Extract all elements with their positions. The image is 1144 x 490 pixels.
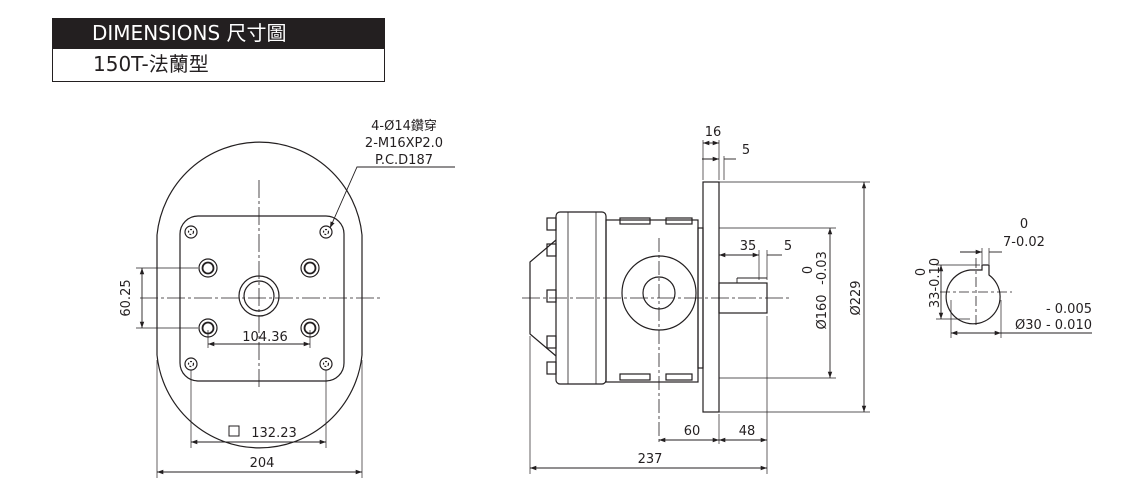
- dim-label-30: Ø30 - 0.010: [1015, 318, 1092, 333]
- dim-label-48: 48: [739, 424, 756, 439]
- flange-spigot: [697, 227, 704, 369]
- dim-label-16: 16: [705, 125, 722, 140]
- hole-note-line-3: P.C.D187: [375, 153, 433, 168]
- dim-label-7-tol-upper: 0: [1020, 217, 1028, 232]
- dim-label-160: Ø160: [815, 294, 830, 329]
- inner-bolt: [300, 258, 320, 278]
- mount-hole: [184, 225, 198, 239]
- side-view-labels: 16 5 35 5 0 -0.03 Ø160 Ø229 60 48 237: [638, 125, 864, 467]
- flange-plate: [702, 181, 720, 413]
- side-view: [522, 140, 870, 474]
- shaft-bore-outer: [238, 275, 280, 317]
- dim-label-60: 60: [684, 424, 701, 439]
- shaft-view-labels: 0 7-0.02 0 33-0.10 - 0.005 Ø30 - 0.010: [914, 217, 1092, 333]
- inner-bolt: [198, 258, 218, 278]
- front-view: [136, 141, 455, 478]
- dim-label-132-23: 132.23: [251, 426, 297, 441]
- dim-label-104-36: 104.36: [242, 330, 288, 345]
- mount-hole: [319, 225, 333, 239]
- back-plate: [529, 239, 557, 357]
- dim-label-7: 7-0.02: [1003, 235, 1045, 250]
- mount-hole: [319, 357, 333, 371]
- inner-square: [179, 215, 345, 382]
- flange-outline: [156, 141, 363, 449]
- model-subtitle: 150T-法蘭型: [52, 49, 385, 82]
- front-view-labels: 4-Ø14鑽穿 2-M16XP2.0 P.C.D187 60.25 104.36…: [119, 118, 443, 471]
- dim-label-204: 204: [250, 456, 275, 471]
- hole-note-line-2: 2-M16XP2.0: [365, 136, 443, 151]
- dim-label-30-tol-upper: - 0.005: [1046, 302, 1092, 317]
- section-title: DIMENSIONS 尺寸圖: [52, 18, 385, 49]
- shaft: [718, 282, 768, 314]
- pump-body: [605, 219, 699, 383]
- shaft-view: [936, 248, 1092, 338]
- mount-hole: [184, 357, 198, 371]
- square-symbol: [228, 425, 240, 437]
- hole-note-leader: [329, 166, 455, 229]
- dim-label-237: 237: [638, 452, 663, 467]
- shaft-bore-inner: [243, 280, 275, 312]
- shaft-section: [945, 264, 1001, 325]
- dim-label-160-tol-lower: -0.03: [815, 251, 830, 285]
- dim-label-60-25: 60.25: [119, 279, 134, 316]
- dim-label-35: 35: [740, 239, 757, 254]
- dim-label-229: Ø229: [849, 280, 864, 315]
- dim-label-33-tol-upper: 0: [914, 268, 929, 276]
- dim-label-5-shaft: 5: [784, 239, 792, 254]
- dim-label-160-tol-upper: 0: [801, 266, 816, 274]
- dim-label-33: 33-0.10: [928, 258, 943, 308]
- hole-note-line-1: 4-Ø14鑽穿: [371, 118, 437, 134]
- dim-label-5-top: 5: [742, 143, 750, 158]
